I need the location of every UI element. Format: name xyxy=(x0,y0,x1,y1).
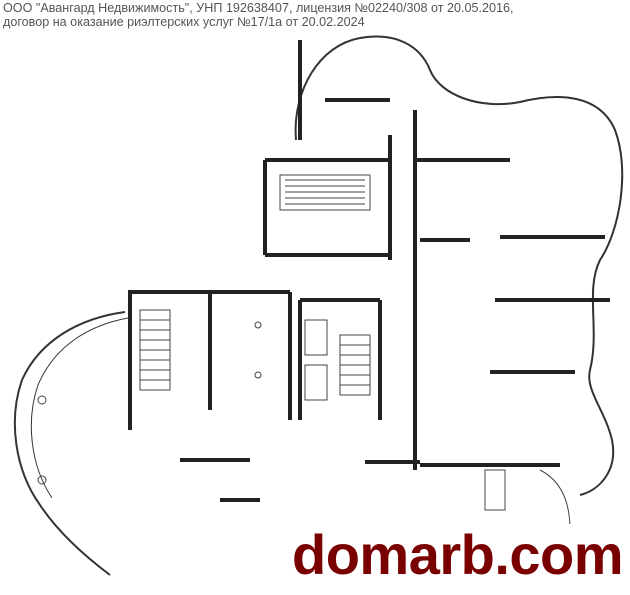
outer-wall-right-blob xyxy=(294,35,624,496)
outer-wall-left-inner xyxy=(30,317,129,499)
walls xyxy=(128,40,610,502)
watermark: domarb.com xyxy=(286,523,624,586)
watermark-text: domarb.com xyxy=(292,523,624,586)
outer-wall-left-blob xyxy=(13,311,126,576)
agency-license-text: ООО "Авангард Недвижимость", УНП 1926384… xyxy=(3,1,514,15)
stairs xyxy=(37,174,571,531)
agency-contract-text: договор на оказание риэлтерских услуг №1… xyxy=(3,15,365,29)
